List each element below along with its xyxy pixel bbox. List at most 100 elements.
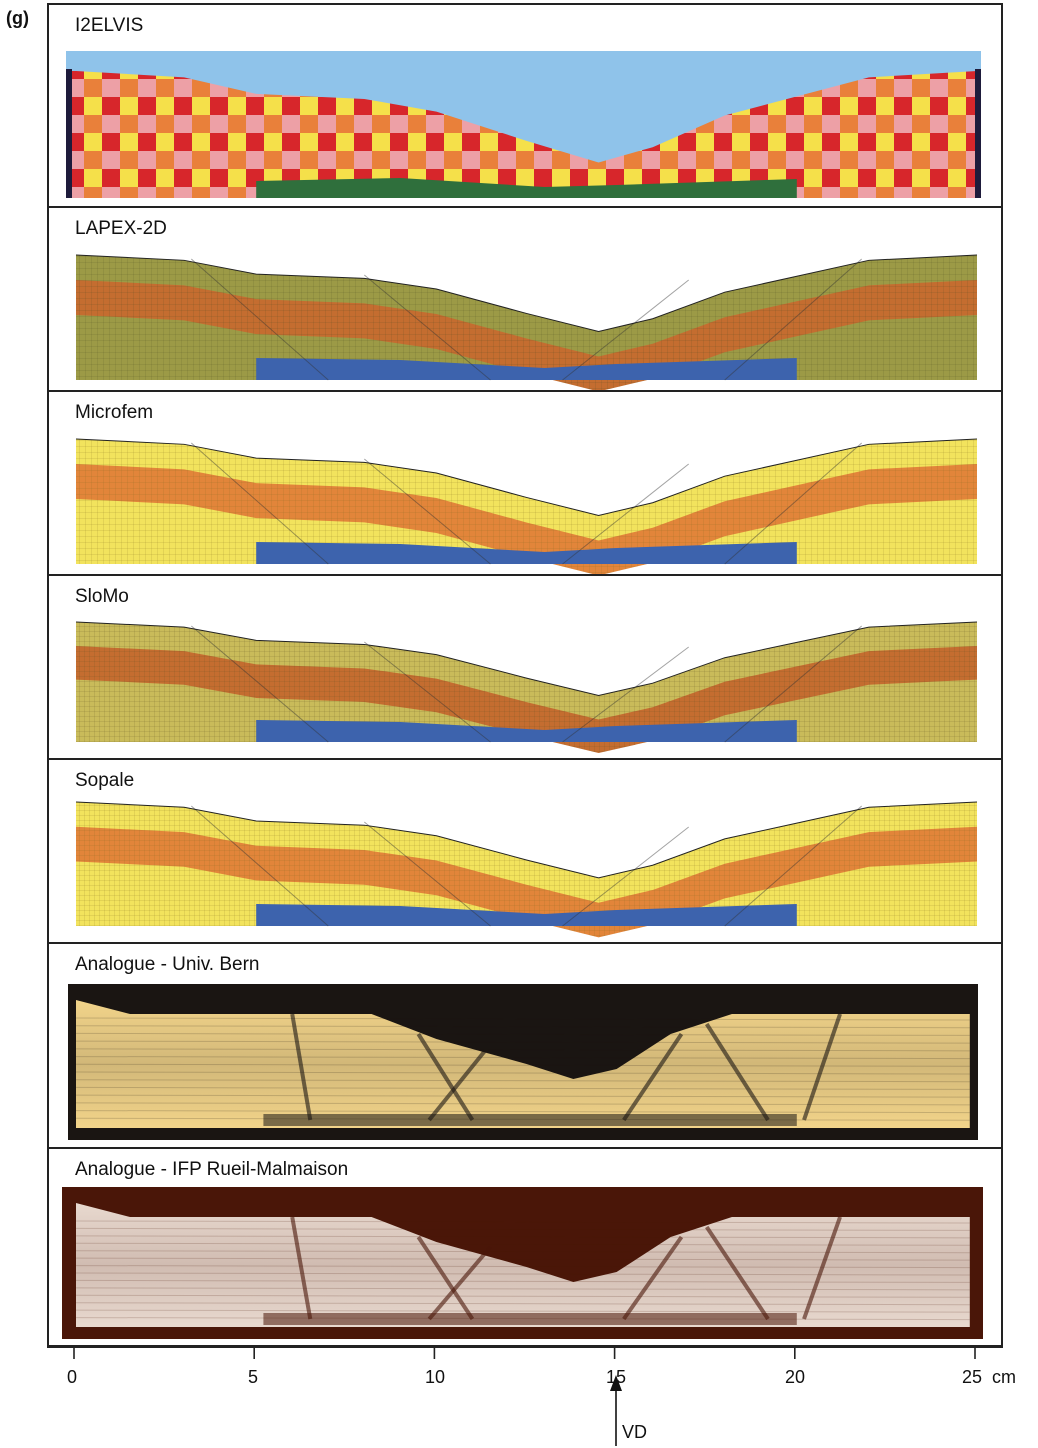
tick-label-10: 10 bbox=[424, 1367, 446, 1387]
shear-band bbox=[562, 826, 689, 927]
sand-body bbox=[76, 1000, 970, 1128]
shear-band bbox=[562, 279, 689, 381]
shear-zone bbox=[802, 1013, 842, 1121]
panel-title: Analogue - IFP Rueil-Malmaison bbox=[75, 1159, 349, 1180]
strata-line bbox=[75, 1302, 970, 1306]
surface-line bbox=[75, 621, 978, 696]
shear-band bbox=[562, 463, 689, 565]
shear-band bbox=[190, 442, 329, 565]
panel-title: LAPEX-2D bbox=[75, 218, 167, 239]
panel-sopale: Sopale bbox=[47, 758, 1003, 944]
strata-line bbox=[75, 1110, 970, 1114]
surface-line bbox=[75, 801, 978, 879]
tick-label-25: 25 bbox=[961, 1367, 983, 1387]
strata-line bbox=[75, 1040, 970, 1044]
orange-band bbox=[76, 646, 977, 754]
strata-line bbox=[75, 1242, 970, 1246]
tick-label-0: 0 bbox=[66, 1367, 78, 1387]
orange-band bbox=[76, 280, 977, 390]
panel-microfem: Microfem bbox=[47, 390, 1003, 576]
strata-line bbox=[75, 1257, 970, 1261]
shear-band bbox=[364, 641, 491, 743]
panel-title: I2ELVIS bbox=[75, 15, 144, 36]
strata-line bbox=[75, 1102, 970, 1106]
blue-base-layer bbox=[256, 720, 797, 742]
shear-band bbox=[562, 646, 689, 743]
distance-axis bbox=[47, 1346, 1003, 1446]
checker-layers bbox=[66, 71, 981, 198]
shear-band bbox=[190, 258, 329, 381]
shear-zone bbox=[705, 1225, 770, 1321]
panel-analogue-ifp: Analogue - IFP Rueil-Malmaison bbox=[47, 1147, 1003, 1347]
blue-base-layer bbox=[256, 904, 797, 926]
surface-line bbox=[75, 438, 978, 517]
model-section-microfem bbox=[75, 438, 978, 574]
blue-base-layer bbox=[256, 358, 797, 380]
shear-zone bbox=[427, 1042, 493, 1122]
shear-band bbox=[724, 258, 863, 381]
strata-line bbox=[75, 1048, 970, 1052]
orange-band bbox=[76, 464, 977, 574]
figure-label: (g) bbox=[6, 8, 29, 28]
panel-title: Microfem bbox=[75, 402, 154, 423]
shear-band bbox=[364, 274, 491, 381]
strata-line bbox=[75, 1094, 970, 1098]
strata-line bbox=[75, 1227, 970, 1231]
strata-line bbox=[75, 1079, 970, 1083]
left-wall bbox=[66, 69, 72, 198]
model-section-i2elvis bbox=[66, 51, 981, 198]
blue-base-layer bbox=[256, 542, 797, 564]
shear-zone bbox=[427, 1245, 492, 1321]
base-layer bbox=[256, 178, 797, 198]
panel-title: Sopale bbox=[75, 770, 135, 791]
base-sheet bbox=[263, 1114, 797, 1126]
shear-band bbox=[364, 458, 491, 565]
strata-line bbox=[75, 1235, 970, 1239]
shear-zone bbox=[416, 1235, 475, 1321]
panel-title: Analogue - Univ. Bern bbox=[75, 954, 260, 975]
strata-line bbox=[75, 1309, 970, 1313]
strata-line bbox=[75, 1017, 970, 1021]
strata-line bbox=[75, 1025, 970, 1029]
strata-line bbox=[75, 1032, 970, 1036]
tick-label-5: 5 bbox=[247, 1367, 259, 1387]
model-section-slomo bbox=[75, 621, 978, 754]
panel-title: SloMo bbox=[75, 586, 129, 607]
panel-slomo: SloMo bbox=[47, 574, 1003, 760]
strata-line bbox=[75, 1220, 970, 1224]
shear-band bbox=[724, 442, 863, 565]
shear-band bbox=[724, 625, 862, 743]
shear-band bbox=[191, 625, 329, 743]
strata-line bbox=[75, 1279, 970, 1283]
panel-i2elvis: I2ELVIS bbox=[47, 3, 1003, 208]
strata-line bbox=[75, 1294, 970, 1298]
strata-line bbox=[75, 1287, 970, 1291]
tick-label-15: 15 bbox=[605, 1367, 627, 1387]
tick-label-20: 20 bbox=[784, 1367, 806, 1387]
shear-zone bbox=[622, 1235, 684, 1321]
strata-line bbox=[75, 1056, 970, 1060]
shear-band bbox=[724, 805, 863, 927]
vd-label: VD bbox=[622, 1422, 648, 1442]
photo-section-bern bbox=[68, 984, 978, 1140]
shear-zone bbox=[290, 1216, 313, 1320]
photo-section-ifp bbox=[62, 1187, 983, 1339]
orange-band bbox=[76, 826, 977, 938]
shear-zone bbox=[416, 1032, 475, 1122]
sand-body bbox=[76, 1203, 970, 1327]
axis-unit-label: cm bbox=[992, 1367, 1016, 1387]
base-sheet bbox=[263, 1313, 797, 1325]
shear-band bbox=[364, 821, 491, 927]
vd-arrow-icon bbox=[610, 1375, 622, 1391]
shear-band bbox=[190, 805, 329, 927]
model-section-sopale bbox=[75, 801, 978, 938]
shear-zone bbox=[290, 1013, 313, 1121]
panel-analogue-bern: Analogue - Univ. Bern bbox=[47, 942, 1003, 1149]
shear-zone bbox=[622, 1032, 684, 1122]
surface-line bbox=[75, 254, 978, 333]
model-section-lapex-2d bbox=[75, 254, 978, 390]
shear-zone bbox=[705, 1022, 770, 1122]
strata-line bbox=[75, 1250, 970, 1254]
panel-lapex-2d: LAPEX-2D bbox=[47, 206, 1003, 392]
shear-zone bbox=[802, 1216, 842, 1320]
